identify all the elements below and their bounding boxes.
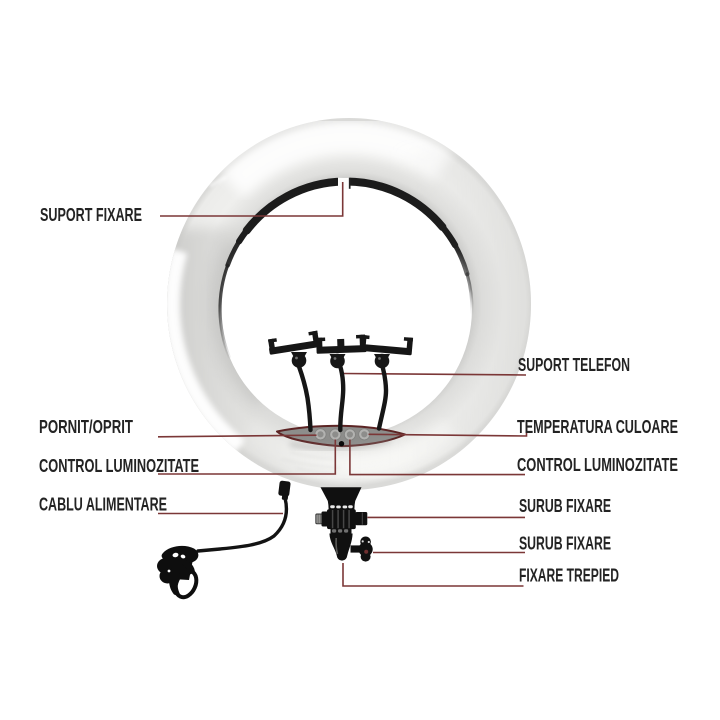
svg-text:CONTROL LUMINOZITATE: CONTROL LUMINOZITATE: [517, 455, 678, 475]
svg-text:CONTROL LUMINOZITATE: CONTROL LUMINOZITATE: [39, 456, 199, 476]
svg-text:SURUB FIXARE: SURUB FIXARE: [519, 534, 611, 554]
svg-text:SUPORT FIXARE: SUPORT FIXARE: [40, 205, 142, 225]
svg-text:SURUB FIXARE: SURUB FIXARE: [519, 496, 611, 516]
svg-text:FIXARE TREPIED: FIXARE TREPIED: [519, 566, 619, 586]
svg-text:PORNIT/OPRIT: PORNIT/OPRIT: [39, 417, 133, 437]
svg-text:SUPORT TELEFON: SUPORT TELEFON: [518, 355, 630, 375]
svg-text:TEMPERATURA CULOARE: TEMPERATURA CULOARE: [517, 417, 678, 437]
svg-text:CABLU ALIMENTARE: CABLU ALIMENTARE: [39, 495, 167, 515]
